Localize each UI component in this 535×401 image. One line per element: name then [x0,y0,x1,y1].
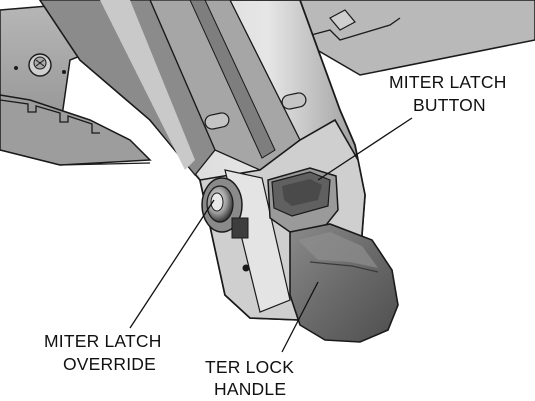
leader-line-latch-button [317,117,413,181]
arm-slot-icon [204,92,307,130]
callout-miter-lock-handle: TER LOCK HANDLE [205,357,294,399]
leader-line-lock-handle [281,281,319,353]
callout-latch-button-line1: MITER LATCH [389,72,507,92]
callout-miter-latch-override: MITER LATCH OVERRIDE [44,331,162,374]
callout-lock-handle-line1: TER LOCK [205,357,294,377]
callout-lock-handle-line2: HANDLE [214,379,286,399]
callout-latch-button-line2: BUTTON [413,95,486,115]
callout-miter-latch-button: MITER LATCH BUTTON [389,72,507,115]
miter-lock-handle [289,223,399,343]
callout-latch-override-line1: MITER LATCH [44,331,162,351]
leader-line-latch-override [129,199,215,329]
callout-latch-override-line2: OVERRIDE [63,354,156,374]
latch-override-pivot [201,177,249,239]
miter-latch-button [267,167,339,233]
table-screw-icon [28,53,52,77]
